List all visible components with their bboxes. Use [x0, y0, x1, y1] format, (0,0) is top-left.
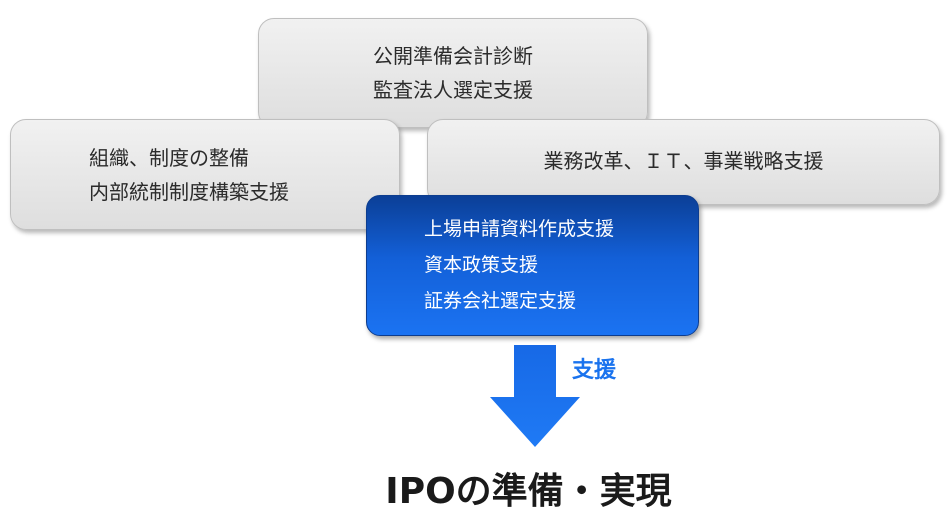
listing-support-box: 上場申請資料作成支援 資本政策支援 証券会社選定支援	[366, 195, 699, 336]
ipo-goal-title: IPOの準備・実現	[385, 471, 672, 512]
box-text-line: 組織、制度の整備	[89, 146, 249, 170]
box-text-line: 業務改革、ＩＴ、事業戦略支援	[543, 149, 824, 173]
support-label: 支援	[572, 358, 617, 383]
ipo-audit-box: 公開準備会計診断 監査法人選定支援	[258, 18, 648, 128]
business-reform-box: 業務改革、ＩＴ、事業戦略支援	[427, 119, 940, 205]
box-text-line: 公開準備会計診断	[373, 44, 533, 68]
organization-box: 組織、制度の整備 内部統制制度構築支援	[10, 119, 400, 230]
box-text-line: 証券会社選定支援	[424, 290, 577, 312]
box-text-line: 内部統制制度構築支援	[89, 180, 289, 204]
down-arrow-icon	[490, 345, 580, 447]
box-text-line: 監査法人選定支援	[373, 78, 533, 102]
box-text-line: 上場申請資料作成支援	[424, 218, 615, 240]
box-text-line: 資本政策支援	[424, 254, 539, 276]
